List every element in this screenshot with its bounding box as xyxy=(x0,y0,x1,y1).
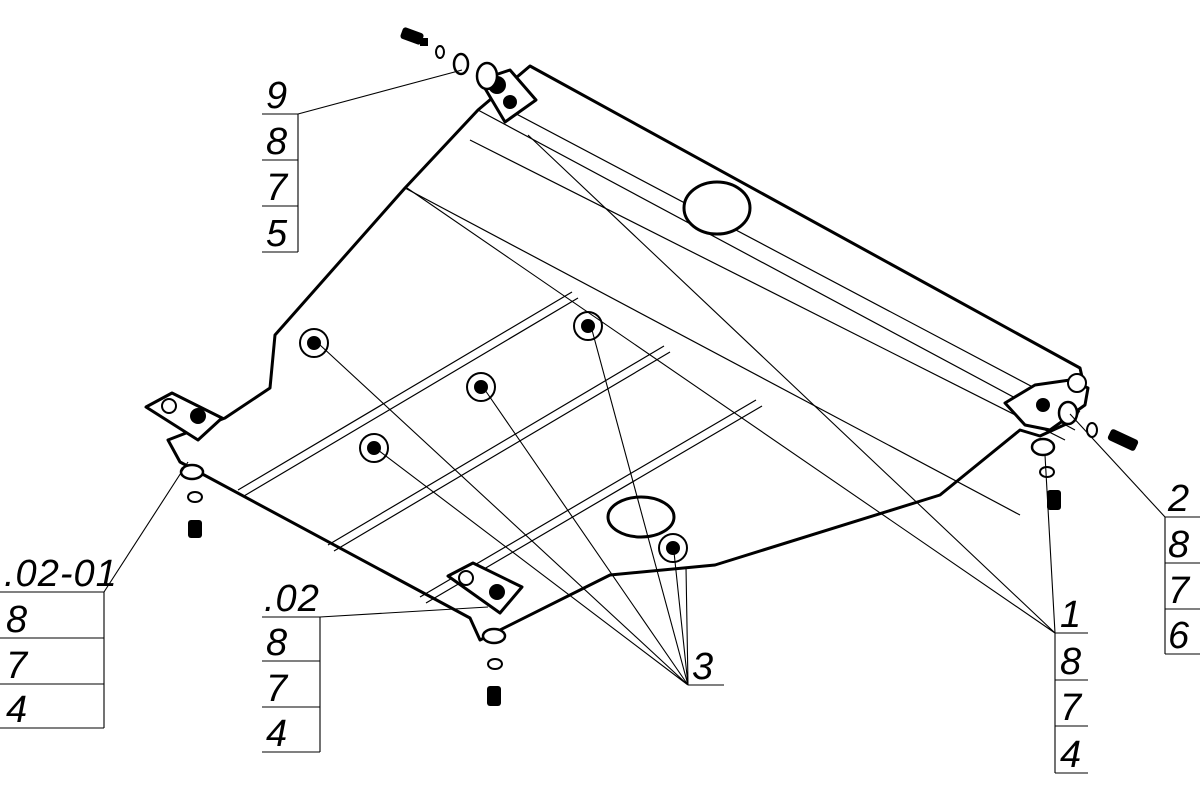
hardware-top xyxy=(400,27,499,91)
callout-left: .02-01 8 7 4 xyxy=(0,553,118,731)
front-flange-edge xyxy=(477,99,1081,431)
callout-left-3: 4 xyxy=(6,689,28,731)
rib-1 xyxy=(237,291,579,497)
callout-right-3: 6 xyxy=(1168,615,1190,657)
callout-left-1: 8 xyxy=(6,599,28,641)
hardware-right-vertical xyxy=(1030,437,1061,510)
stud-4 xyxy=(359,433,389,463)
callout-center: 3 xyxy=(688,646,724,688)
callout-right-mid-0: 1 xyxy=(1060,594,1082,636)
bend-line xyxy=(404,187,1021,516)
callout-right-mid-3: 4 xyxy=(1060,734,1082,776)
callout-mid-2: 7 xyxy=(266,668,289,710)
access-hole-upper xyxy=(682,180,752,236)
callout-right-mid-2: 7 xyxy=(1060,687,1083,729)
leader-lines xyxy=(103,69,1166,686)
stud-5 xyxy=(658,533,688,563)
callout-right-1: 8 xyxy=(1168,524,1190,566)
callout-mid-3: 4 xyxy=(266,713,288,755)
stud-2 xyxy=(573,311,603,341)
leader-1 xyxy=(406,134,1056,634)
callout-left-0: .02-01 xyxy=(4,553,118,595)
leader-2 xyxy=(1069,413,1166,518)
callout-mid: .02 8 7 4 xyxy=(262,578,321,755)
plate-fasteners xyxy=(299,311,688,563)
callout-top-left-2: 7 xyxy=(266,167,289,209)
leader-02 xyxy=(319,606,489,618)
callout-center-0: 3 xyxy=(692,646,714,688)
callout-top-left-0: 9 xyxy=(266,75,288,117)
callout-right-mid-1: 8 xyxy=(1060,641,1082,683)
callout-mid-0: .02 xyxy=(264,578,320,620)
callout-mid-1: 8 xyxy=(266,622,288,664)
leader-02-01 xyxy=(103,461,189,593)
access-hole-lower xyxy=(606,495,676,539)
stud-1 xyxy=(299,328,329,358)
callout-right-0: 2 xyxy=(1167,478,1190,520)
rib-2 xyxy=(327,345,671,552)
hardware-mid xyxy=(481,627,507,706)
hardware-left xyxy=(179,463,205,538)
bracket-mid xyxy=(446,561,524,615)
callout-top-left-3: 5 xyxy=(266,213,288,255)
callout-top-left-1: 8 xyxy=(266,121,288,163)
callout-right-2: 7 xyxy=(1168,570,1191,612)
leader-3 xyxy=(319,329,689,686)
leader-9 xyxy=(297,69,463,115)
hardware-right-horizontal xyxy=(1057,400,1139,451)
callout-right: 2 8 7 6 xyxy=(1164,478,1200,657)
stud-3 xyxy=(466,372,496,402)
callout-top-left: 9 8 7 5 xyxy=(262,75,299,255)
callout-left-2: 7 xyxy=(6,645,29,687)
bracket-left xyxy=(144,391,224,442)
callout-right-mid: 1 8 7 4 xyxy=(1054,594,1088,776)
front-flange-inner xyxy=(469,139,1066,441)
